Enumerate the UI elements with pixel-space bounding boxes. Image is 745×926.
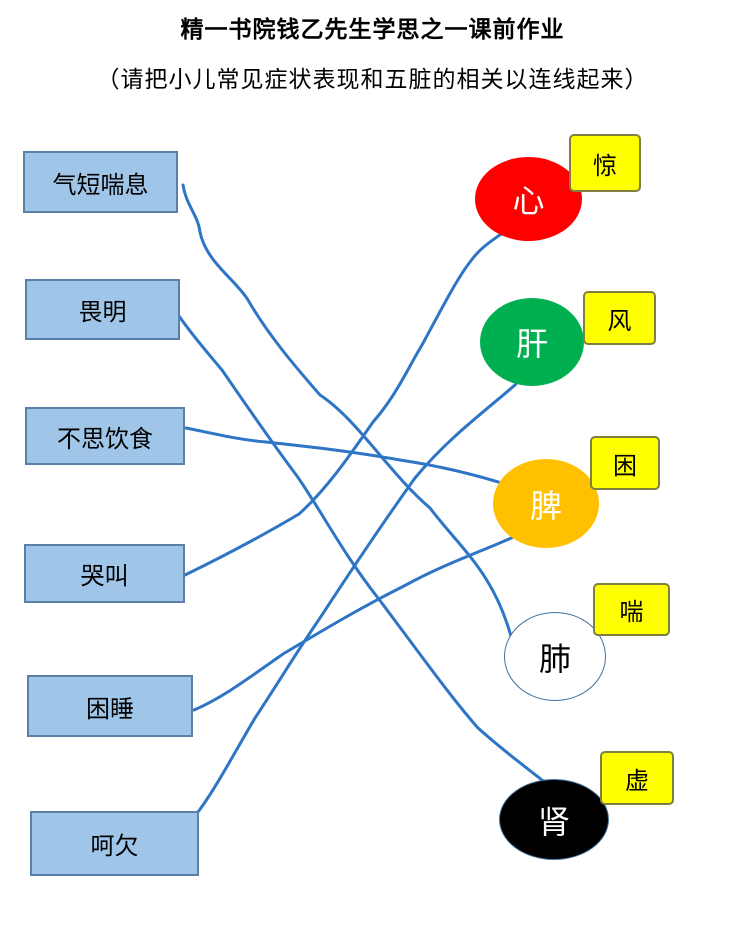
connection-line-6 [196,338,533,814]
tag-sleepy: 困 [590,436,660,490]
symptom-box-photophobia[interactable]: 畏明 [25,279,180,340]
organ-kidney[interactable]: 肾 [499,779,609,860]
organ-spleen[interactable]: 脾 [493,459,599,548]
tag-fright: 惊 [569,134,641,192]
symptom-box-poor-appetite[interactable]: 不思饮食 [25,407,185,465]
symptom-box-shortness-of-breath[interactable]: 气短喘息 [23,151,178,213]
tag-wind: 风 [583,291,656,345]
tag-pant: 喘 [593,583,670,636]
organ-lung[interactable]: 肺 [504,612,606,701]
symptom-box-crying[interactable]: 哭叫 [24,544,185,603]
symptom-box-drowsiness[interactable]: 困睡 [27,675,193,737]
connection-line-5 [192,532,522,712]
connection-line-3 [184,426,513,488]
connection-line-2 [177,314,554,790]
organ-liver[interactable]: 肝 [480,298,584,386]
organ-heart[interactable]: 心 [475,157,582,241]
page-subtitle: （请把小儿常见症状表现和五脏的相关以连线起来） [96,67,649,93]
connection-line-1 [181,183,514,642]
connection-line-4 [181,230,506,578]
page-title: 精一书院钱乙先生学思之一课前作业 [180,16,565,43]
symptom-box-yawning[interactable]: 呵欠 [30,811,199,876]
tag-deficiency: 虚 [600,751,674,805]
